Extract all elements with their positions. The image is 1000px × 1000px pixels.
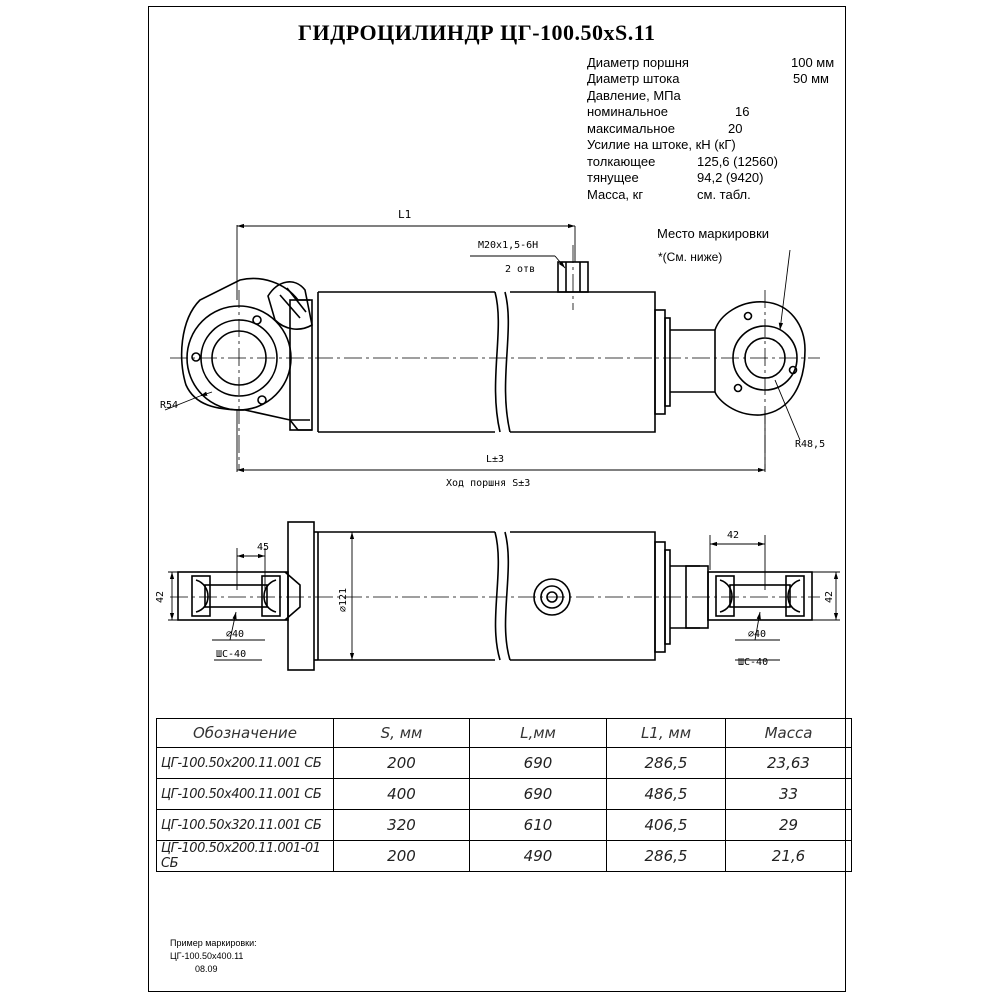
marking-example-line2: 08.09 [195, 964, 218, 974]
spec-push-label: толкающее [587, 154, 656, 169]
header-l: L,мм [469, 718, 607, 748]
header-l1: L1, мм [606, 718, 726, 748]
cell-designation: ЦГ-100.50x400.11.001 СБ [156, 778, 334, 810]
spec-force-label: Усилие на штоке, кН (кГ) [587, 137, 736, 152]
variants-table: Обозначение S, мм L,мм L1, мм Масса ЦГ-1… [156, 718, 852, 872]
drawing-frame [148, 6, 846, 992]
cell-l1: 486,5 [606, 778, 726, 810]
marking-example-line1: ЦГ-100.50x400.11 [170, 951, 244, 961]
header-designation: Обозначение [156, 718, 334, 748]
spec-piston-value: 100 мм [791, 55, 835, 70]
cell-l1: 286,5 [606, 747, 726, 779]
label-l1: L1 [398, 208, 411, 221]
barrel-left [318, 291, 495, 433]
right-eye-outline [714, 301, 806, 416]
label-d40-left: ⌀40 [226, 629, 244, 640]
spec-max-label: максимальное [587, 121, 675, 136]
spec-pull-value: 94,2 (9420) [697, 170, 764, 185]
cell-l: 610 [469, 809, 607, 841]
barrel-right [510, 291, 656, 433]
spec-piston-label: Диаметр поршня [587, 55, 689, 70]
label-d40-right: ⌀40 [748, 629, 766, 640]
spec-pressure-label: Давление, МПа [587, 88, 681, 103]
spec-nominal-label: номинальное [587, 104, 669, 119]
label-holes: 2 отв [505, 264, 535, 275]
label-shs-left: ШС-40 [216, 649, 246, 660]
cell-mass: 29 [725, 809, 852, 841]
table-row: ЦГ-100.50x400.11.001 СБ 400 690 486,5 33 [156, 778, 852, 810]
header-s: S, мм [333, 718, 470, 748]
cell-l: 690 [469, 747, 607, 779]
left-clevis-outline [180, 277, 310, 421]
cell-s: 200 [333, 747, 470, 779]
table-row: ЦГ-100.50x200.11.001-01 СБ 200 490 286,5… [156, 840, 852, 872]
drawing-title: ГИДРОЦИЛИНДР ЦГ-100.50xS.11 [298, 20, 656, 45]
cell-s: 200 [333, 840, 470, 872]
spec-nominal-value: 16 [735, 104, 750, 119]
cell-mass: 33 [725, 778, 852, 810]
cell-l: 490 [469, 840, 607, 872]
label-marking-note: *(См. ниже) [658, 250, 722, 264]
table-row: ЦГ-100.50x320.11.001 СБ 320 610 406,5 29 [156, 809, 852, 841]
cylinder-drawing: L1 M20x1,5-6H 2 отв Место маркировки *(С… [155, 208, 840, 671]
cell-l: 690 [469, 778, 607, 810]
label-l-tol: L±3 [486, 454, 504, 465]
table-row: ЦГ-100.50x200.11.001 СБ 200 690 286,5 23… [156, 747, 852, 779]
label-dim42-right: 42 [824, 591, 835, 603]
table-header-row: Обозначение S, мм L,мм L1, мм Масса [156, 718, 852, 748]
label-dim42-left: 42 [155, 591, 166, 603]
cell-l1: 286,5 [606, 840, 726, 872]
flange [287, 521, 315, 671]
spec-push-value: 125,6 (12560) [697, 154, 778, 169]
label-dim45: 45 [257, 542, 269, 553]
spec-mass-label: Масса, кг [587, 187, 644, 202]
cell-s: 320 [333, 809, 470, 841]
label-shs-right: ШС-40 [738, 657, 768, 668]
cell-l1: 406,5 [606, 809, 726, 841]
cell-designation: ЦГ-100.50x200.11.001 СБ [156, 747, 334, 779]
label-r54: R54 [160, 400, 178, 411]
label-dim42-top: 42 [727, 530, 739, 541]
spec-rod-value: 50 мм [793, 71, 829, 86]
label-r48: R48,5 [795, 439, 825, 450]
cell-s: 400 [333, 778, 470, 810]
cell-designation: ЦГ-100.50x200.11.001-01 СБ [156, 840, 334, 872]
spec-max-value: 20 [728, 121, 743, 136]
label-d121: ⌀121 [338, 588, 349, 612]
spec-mass-value: см. табл. [697, 187, 751, 202]
spec-rod-label: Диаметр штока [587, 71, 680, 86]
spec-pull-label: тянущее [587, 170, 639, 185]
marking-example-label: Пример маркировки: [170, 938, 257, 948]
label-thread: M20x1,5-6H [478, 240, 538, 251]
header-mass: Масса [725, 718, 852, 748]
cell-designation: ЦГ-100.50x320.11.001 СБ [156, 809, 334, 841]
label-marking-place: Место маркировки [657, 226, 769, 241]
label-stroke: Ход поршня S±3 [446, 478, 530, 489]
cell-mass: 23,63 [725, 747, 852, 779]
cell-mass: 21,6 [725, 840, 852, 872]
